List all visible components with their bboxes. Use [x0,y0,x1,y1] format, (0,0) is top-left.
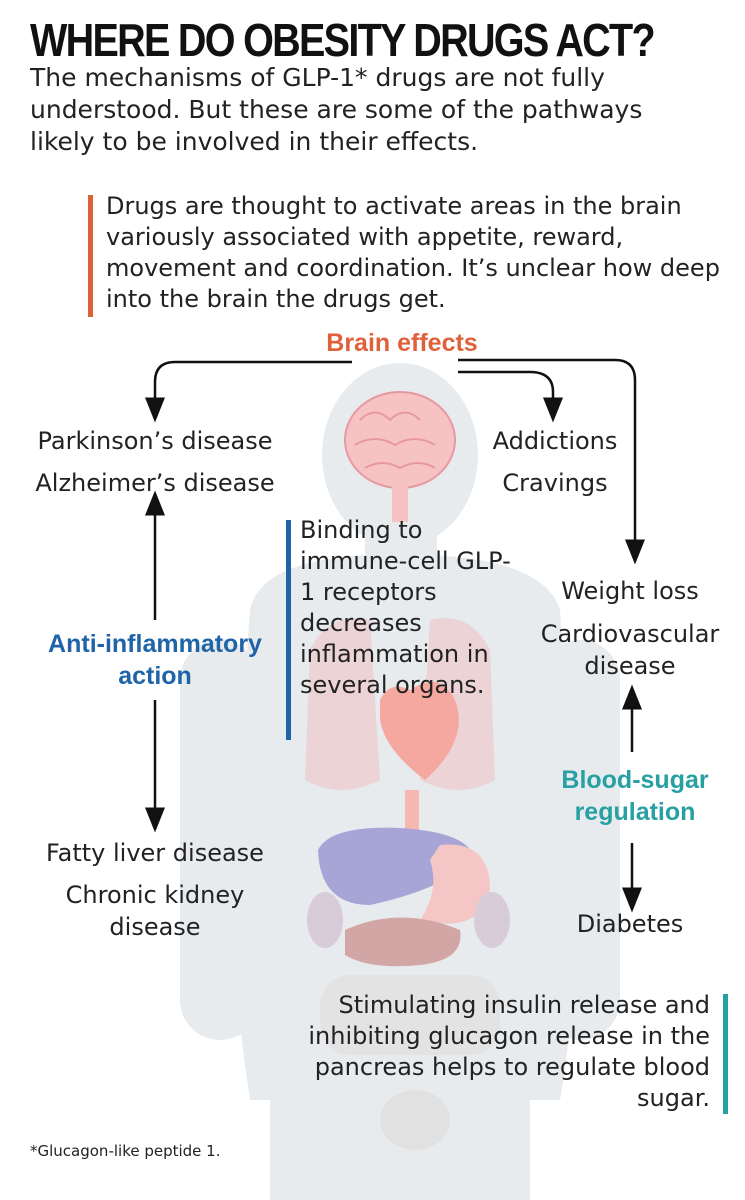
bladder-icon [380,1090,450,1150]
immune-note: Binding to immune-cell GLP-1 receptors d… [300,516,511,699]
heart-icon [380,682,459,840]
hub-anti-inflammatory: Anti-inflammatory action [48,630,262,690]
outcome-weight-loss: Weight loss [561,577,699,605]
immune-note-bar [286,520,291,740]
liver-icon [318,827,475,905]
brain-note: Drugs are thought to activate areas in t… [106,192,720,313]
outcome-addictions: Addictions [492,427,618,455]
stomach-icon [420,844,490,924]
pancreas-note: Stimulating insulin release and inhibiti… [308,991,710,1112]
brain-note-bar [88,195,93,317]
arrow-brain-to-weight [458,358,645,565]
pancreas-note-bar [723,994,728,1114]
brain-icon [344,391,456,522]
outcome-parkinsons: Parkinson’s disease [37,427,273,455]
outcome-fatty-liver: Fatty liver disease [46,839,264,867]
outcome-cardiovascular: Cardiovascular disease [540,620,720,680]
footnote: *Glucagon-like peptide 1. [30,1142,221,1160]
outcome-chronic-kidney: Chronic kidney disease [65,881,245,941]
hub-blood-sugar: Blood-sugar regulation [561,766,709,826]
outcome-alzheimers: Alzheimer’s disease [35,469,275,497]
outcome-diabetes: Diabetes [576,910,684,938]
kidney-icon [307,892,510,948]
outcome-cravings: Cravings [502,469,608,497]
arrow-brain-to-addictions [458,370,563,423]
page-subtitle: The mechanisms of GLP-1* drugs are not f… [30,63,643,156]
intestine-icon [320,917,500,1055]
page-title: WHERE DO OBESITY DRUGS ACT? [30,14,656,66]
arrow-brain-to-neuro [145,360,352,423]
hub-brain-effects: Brain effects [326,329,478,357]
